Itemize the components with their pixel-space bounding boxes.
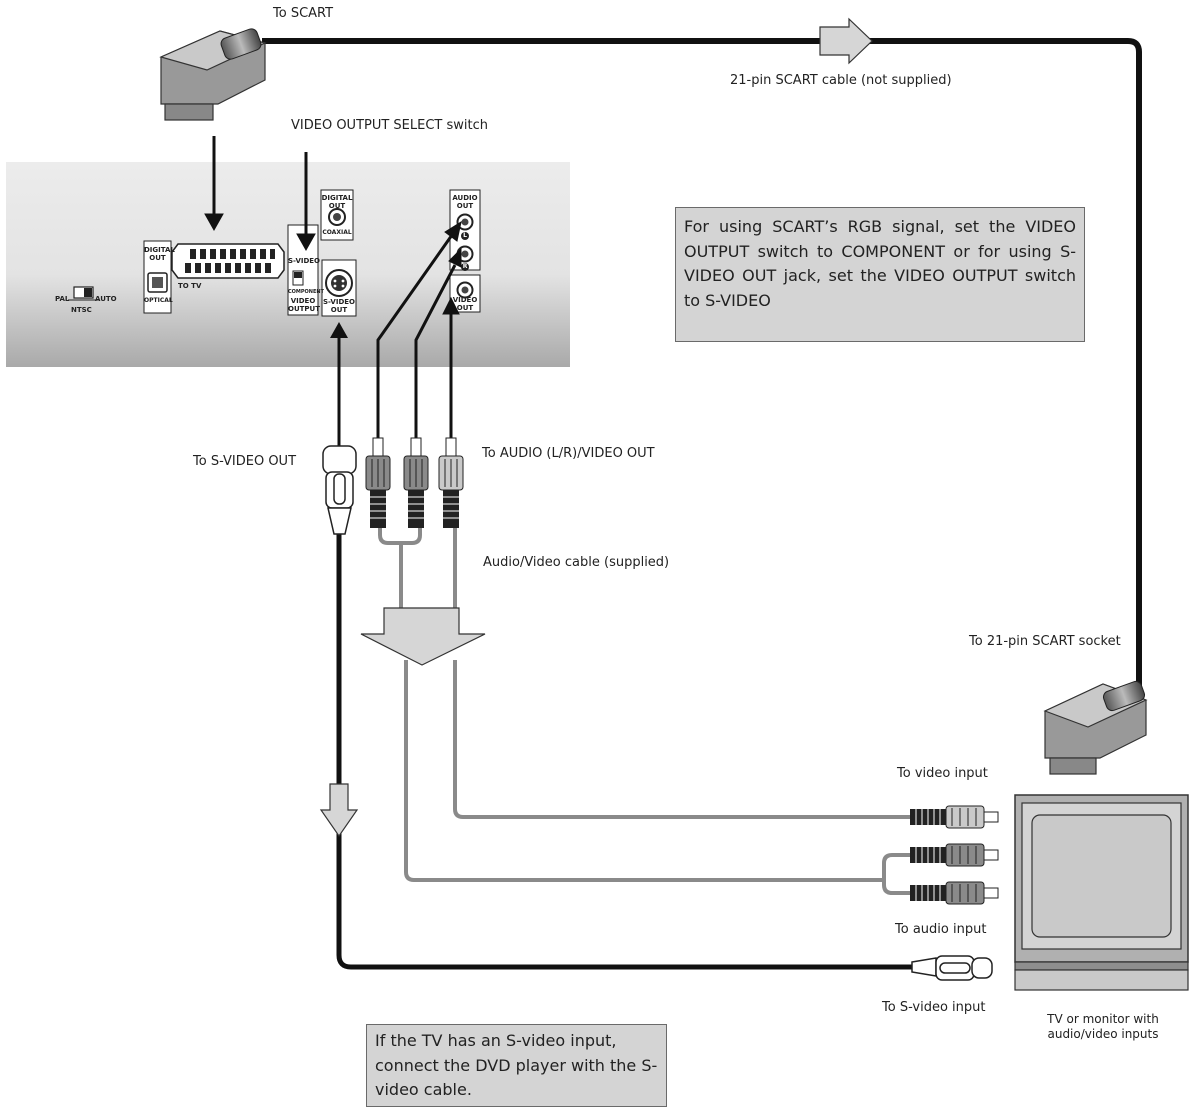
av-direction-arrow: [360, 607, 486, 666]
coaxial-label: COAXIAL: [322, 229, 352, 236]
to-svideo-out-label: To S-VIDEO OUT: [193, 454, 297, 469]
scart-socket-panel[interactable]: [171, 243, 285, 279]
svideo-out-jack[interactable]: [321, 259, 357, 317]
to-svideo-input-label: To S-video input: [882, 1000, 986, 1015]
pal-ntsc-switch[interactable]: [68, 286, 99, 301]
svideo-direction-arrow: [319, 783, 359, 838]
to-video-input-label: To video input: [897, 766, 988, 781]
audio-video-cable: [360, 528, 910, 895]
svideo-cable: [319, 322, 993, 981]
scart-rgb-note: For using SCART’s RGB signal, set the VI…: [675, 207, 1085, 342]
rca-leads: [376, 220, 462, 452]
optical-out-jack[interactable]: [143, 240, 172, 314]
to-audio-input-label: To audio input: [895, 922, 987, 937]
pointer-arrows: [204, 136, 316, 252]
av-cable-label: Audio/Video cable (supplied): [483, 555, 670, 570]
tv-monitor: [1014, 794, 1189, 991]
optical-label: OPTICAL: [144, 297, 173, 304]
to-tv-label: TO TV: [178, 282, 202, 290]
svideo-switch-label: S-VIDEO: [288, 257, 321, 265]
scart-cable: [262, 17, 1142, 700]
dvd-rear-panel: [6, 162, 570, 367]
rca-plugs-tv: [910, 805, 999, 905]
to-scart-socket-label: To 21-pin SCART socket: [969, 634, 1121, 649]
component-label: COMPONENT: [288, 289, 325, 295]
jack-r-label: R: [462, 263, 468, 270]
to-audio-video-out-label: To AUDIO (L/R)/VIDEO OUT: [482, 446, 655, 461]
ntsc-label: NTSC: [71, 306, 92, 314]
scart-cable-label: 21-pin SCART cable (not supplied): [730, 73, 952, 88]
coaxial-out-jack[interactable]: [320, 189, 354, 241]
svideo-tip-note: If the TV has an S-video input, connect …: [366, 1024, 667, 1107]
to-scart-label: To SCART: [273, 6, 334, 21]
pal-label: PAL: [55, 295, 70, 303]
video-output-select-label: VIDEO OUTPUT SELECT switch: [291, 118, 489, 133]
scart-direction-arrow: [819, 17, 873, 65]
auto-label: AUTO: [95, 295, 117, 303]
rca-plugs-player: [365, 437, 464, 528]
scart-plug-tv: [1043, 680, 1148, 775]
scart-plug-player: [159, 28, 267, 121]
jack-l-label: L: [463, 232, 467, 239]
